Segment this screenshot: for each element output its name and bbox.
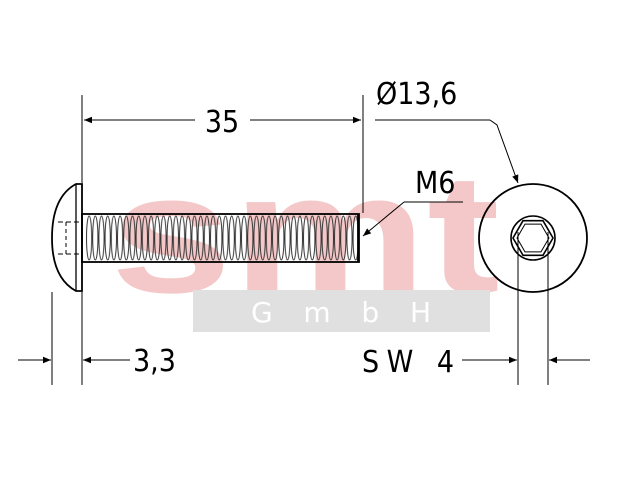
socket-inner-circle xyxy=(510,215,556,261)
head-diameter-label: Ø13,6 xyxy=(376,77,457,112)
extension-lines xyxy=(51,95,549,385)
screw-side-view xyxy=(51,183,360,292)
hex-socket-icon xyxy=(512,219,554,257)
head-diameter-dimension: Ø13,6 xyxy=(375,77,519,184)
thread-callout: M6 xyxy=(362,166,463,237)
watermark-band xyxy=(193,290,490,332)
screw-thread xyxy=(86,215,358,261)
length-dimension: 35 xyxy=(84,105,361,140)
head-height-label: 3,3 xyxy=(133,344,176,379)
head-outer-circle xyxy=(478,183,588,293)
socket-size-dimension: SW 4 xyxy=(362,345,590,380)
thread-label: M6 xyxy=(415,166,455,201)
screw-top-view xyxy=(478,183,588,293)
head-height-dimension: 3,3 xyxy=(18,344,176,379)
screw-head xyxy=(51,183,83,292)
length-label: 35 xyxy=(205,105,239,140)
socket-size-label: SW 4 xyxy=(362,345,454,380)
